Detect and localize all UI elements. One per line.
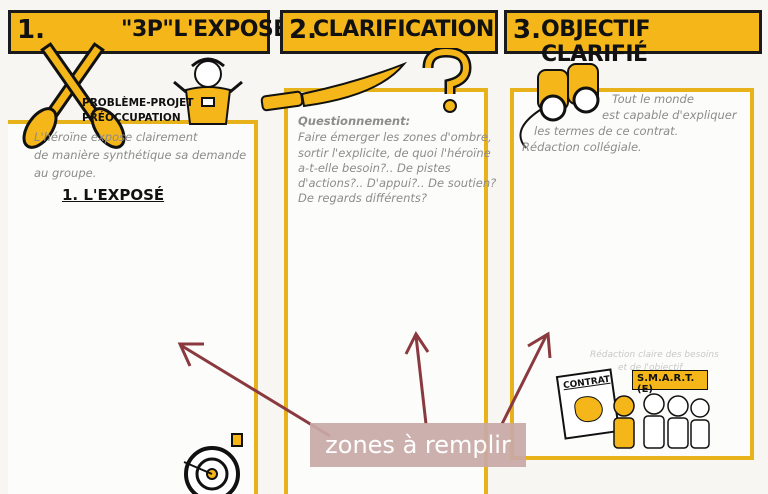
column-3-zone [510, 88, 754, 460]
column-2-body-line-4: a-t-elle besoin?.. De pistes [298, 161, 451, 175]
oars-icon [22, 42, 126, 149]
column-1-subheading: 1. L'EXPOSÉ [62, 186, 165, 204]
column-1-label-line-2: PRÉOCCUPATION [82, 112, 181, 124]
target-icon [183, 433, 243, 494]
question-mark-icon [422, 48, 472, 113]
column-1-body-line-1: L'héroïne expose clairement [34, 130, 198, 144]
arrow-to-column-1 [177, 342, 331, 438]
column-1-title: "3P"L'EXPOSÉ [121, 17, 288, 42]
contract-label: CONTRAT [562, 374, 611, 392]
column-2-header: 2. CLARIFICATION [280, 10, 498, 54]
zones-callout: zones à remplir [310, 423, 526, 467]
column-3-body-line-4: Rédaction collégiale. [522, 140, 642, 154]
column-2-number: 2. [289, 15, 317, 45]
column-3-body-line-1: Tout le monde [612, 92, 694, 106]
column-1-zone [8, 120, 258, 494]
arrow-to-column-2 [404, 331, 430, 425]
column-2-title: CLARIFICATION [313, 17, 494, 42]
column-2-body-line-2: Faire émerger les zones d'ombre, [298, 130, 492, 144]
column-2-body-line-1: Questionnement: [298, 114, 411, 128]
people-icon [613, 393, 710, 449]
column-3-body-line-3: les termes de ce contrat. [534, 124, 679, 138]
smart-badge: S.M.A.R.T.(E) [632, 370, 708, 395]
column-3-number: 3. [513, 15, 541, 45]
knife-icon [260, 62, 407, 112]
character-icon [173, 57, 243, 125]
arrow-to-column-3 [500, 331, 552, 425]
column-2-body-line-5: d'actions?.. D'appui?.. De soutien? [298, 176, 497, 190]
column-3-note-line-2: et de l'objectif [618, 363, 683, 373]
column-1-body-line-2: de manière synthétique sa demande [34, 148, 247, 162]
column-2-body-line-6: De regards différents? [298, 191, 427, 205]
column-3-note-line-1: Rédaction claire des besoins [590, 350, 719, 360]
smart-label: S.M.A.R.T.(E) [637, 373, 695, 395]
column-3-body-line-2: est capable d'expliquer [602, 108, 737, 122]
column-1-body-line-3: au groupe. [34, 166, 97, 180]
column-1-number: 1. [17, 15, 45, 45]
binoculars-icon [519, 63, 600, 149]
column-1-label-line-1: PROBLÈME-PROJET [82, 97, 194, 109]
column-3-title: OBJECTIF CLARIFIÉ [541, 17, 651, 67]
column-2-body-line-3: sortir l'explicite, de quoi l'héroïne [298, 146, 491, 160]
column-3-header: 3. OBJECTIF CLARIFIÉ [504, 10, 762, 67]
